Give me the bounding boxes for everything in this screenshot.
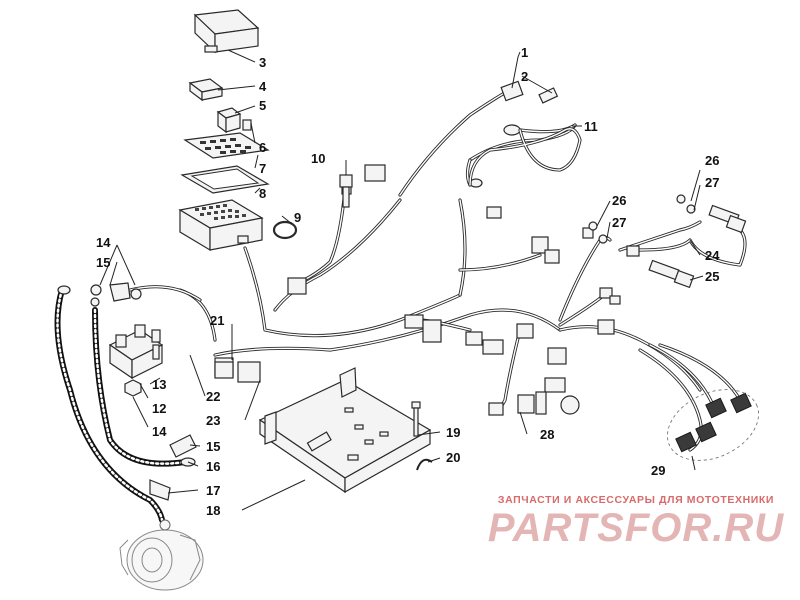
watermark-caption: ЗАПЧАСТИ И АКСЕССУАРЫ ДЛЯ МОТОТЕХНИКИ [497,494,775,506]
callout-13: 13 [152,377,166,392]
ground-cable [468,127,582,187]
fuse-box-gasket [180,165,270,194]
callout-15: 15 [96,255,110,270]
callout-28: 28 [540,427,554,442]
watermark: ЗАПЧАСТИ И АКСЕССУАРЫ ДЛЯ МОТОТЕХНИКИ PA… [486,494,786,550]
callout-27: 27 [705,175,719,190]
callout-29: 29 [651,463,665,478]
watermark-logo: PARTSFOR.RU [487,506,785,550]
callout-10: 10 [311,151,325,166]
callout-24: 24 [705,248,720,263]
starter-solenoid [108,324,164,380]
callout-26: 26 [705,153,719,168]
callout-6: 6 [259,140,266,155]
wire-clip-ring [272,220,298,240]
headlight-connectors [666,389,760,461]
relay [216,107,242,134]
nuts [90,284,142,397]
callout-20: 20 [446,450,460,465]
mounting-plate [258,367,432,494]
fuse-box-base [178,199,264,252]
oxygen-sensor [339,160,353,208]
fuse-box-cover [193,9,260,54]
callout-14b: 14 [152,424,167,439]
leader-lines [99,49,704,511]
terminal-boots [109,282,197,458]
callout-2: 2 [521,69,528,84]
callout-7: 7 [259,161,266,176]
callout-1: 1 [521,45,528,60]
callout-5: 5 [259,98,266,113]
temp-sensor [648,259,695,289]
fuse-panel [183,132,270,159]
callout-4: 4 [259,79,267,94]
callout-9: 9 [294,210,301,225]
starter-motor [119,519,204,591]
callout-8: 8 [259,186,266,201]
callout-22: 22 [206,389,220,404]
callout-16: 16 [206,459,220,474]
callout-25: 25 [705,269,719,284]
callout-labels: 1 2 3 4 5 6 7 8 9 10 11 12 13 14 14 15 1… [96,45,720,518]
callout-27b: 27 [612,215,626,230]
callout-15b: 15 [206,439,220,454]
callout-21: 21 [210,313,224,328]
speed-sensor [708,204,747,234]
callout-14: 14 [96,235,111,250]
callout-26b: 26 [612,193,626,208]
callout-18: 18 [206,503,220,518]
relay-small [188,78,224,102]
callout-11: 11 [584,119,598,134]
connector-22 [214,361,234,379]
callout-3: 3 [259,55,266,70]
callout-12: 12 [152,401,166,416]
battery-cables [54,285,196,523]
sub-harness-connectors [535,377,580,415]
fuse [242,119,252,131]
callout-17: 17 [206,483,220,498]
callout-23: 23 [206,413,220,428]
washer-nut-set [588,194,696,244]
callout-19: 19 [446,425,460,440]
